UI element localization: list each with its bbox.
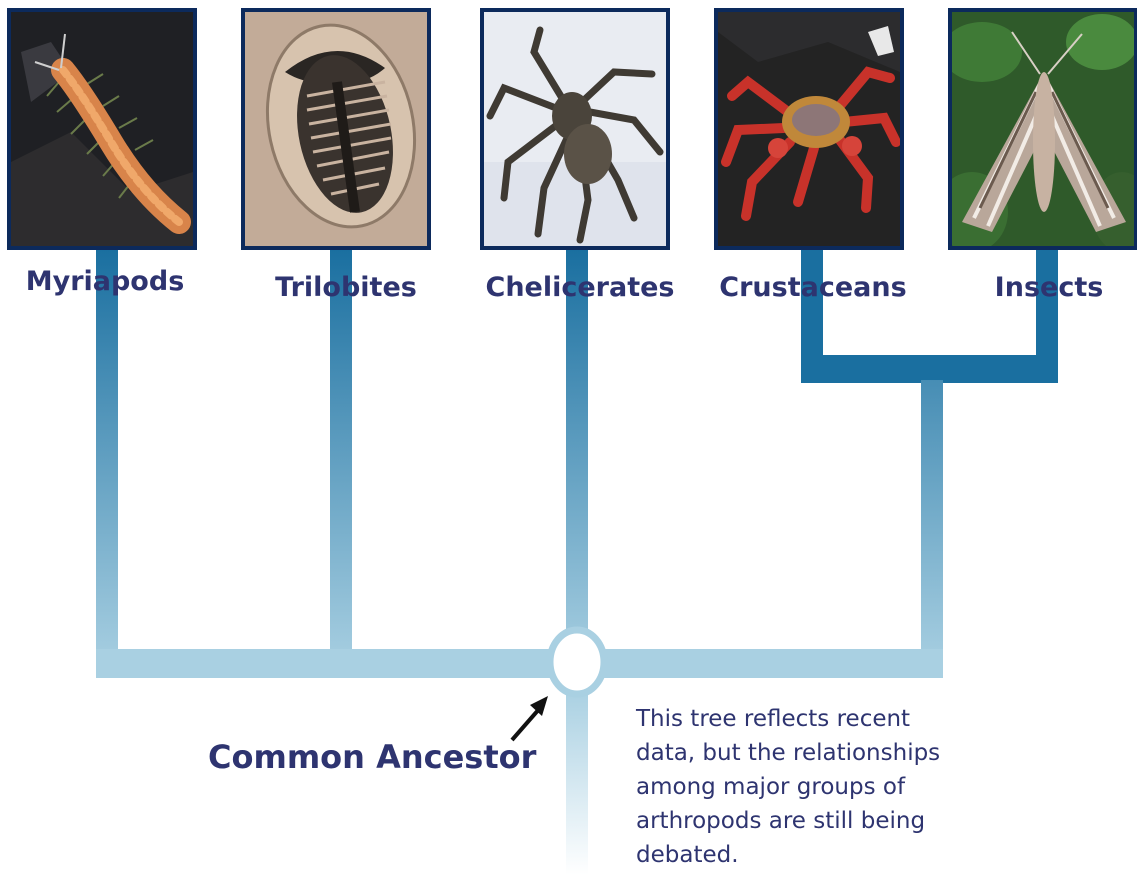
ancestor-arrow-head (530, 696, 548, 716)
label-trilobites: Trilobites (275, 272, 417, 303)
insect-photo (948, 8, 1137, 250)
label-chelicerates: Chelicerates (486, 272, 675, 303)
label-insects: Insects (995, 272, 1104, 303)
common-ancestor-node (550, 630, 604, 694)
chelicerate-photo (480, 8, 670, 250)
branch-myriapods (96, 248, 118, 678)
common-ancestor-label: Common Ancestor (208, 738, 536, 776)
label-myriapods: Myriapods (26, 266, 185, 297)
spider-icon (484, 12, 666, 246)
tree-base-left (96, 649, 556, 678)
ancestor-stem (566, 690, 588, 875)
branch-pancrustacea-stem (921, 380, 943, 678)
crustacean-photo (714, 8, 904, 250)
tree-base-right (600, 649, 943, 678)
trilobite-photo (241, 8, 431, 250)
ancestor-arrow-line (512, 708, 540, 740)
branch-pancrustacea-bar (801, 355, 1058, 383)
label-crustaceans: Crustaceans (719, 272, 906, 303)
trilobite-icon (245, 12, 427, 246)
moth-icon (952, 12, 1134, 246)
branch-chelicerates (566, 248, 588, 633)
crab-icon (718, 12, 900, 246)
millipede-icon (11, 12, 193, 246)
branch-trilobites (330, 248, 352, 668)
tree-note: This tree reflects recent data, but the … (636, 702, 966, 872)
myriapod-photo (7, 8, 197, 250)
